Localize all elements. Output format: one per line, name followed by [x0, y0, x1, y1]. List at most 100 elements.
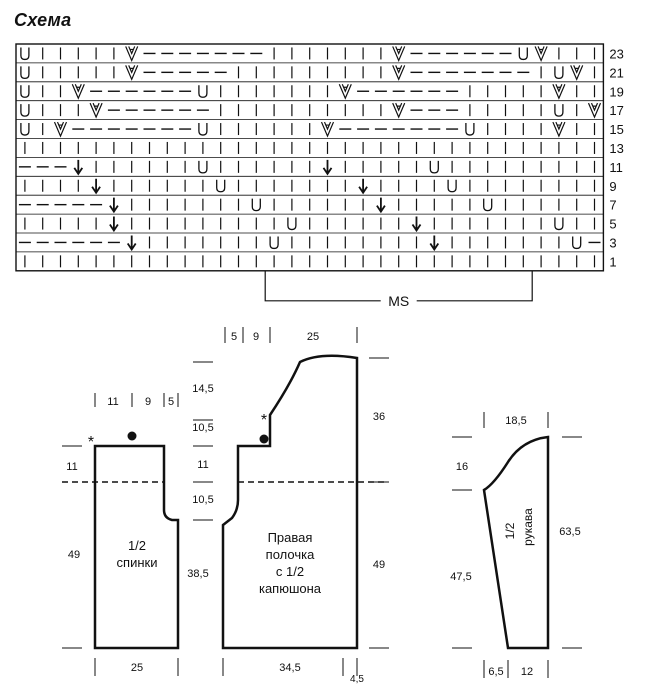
drop-stitch-arrow — [358, 178, 368, 195]
yarn-over-stitch — [429, 160, 439, 174]
sleeve-outline — [482, 435, 550, 650]
drop-stitch-arrow — [429, 235, 440, 252]
yarn-over-stitch — [465, 123, 475, 136]
sleeve-piece: 1/2 рукава 18,5 16 47,5 63,5 6,5 12 — [450, 412, 582, 678]
yarn-over-stitch — [20, 47, 30, 61]
decrease-stitch — [338, 84, 352, 100]
front-dot — [259, 434, 269, 444]
row-number: 23 — [609, 46, 623, 61]
decrease-stitch — [552, 84, 566, 100]
drop-stitch-arrow — [109, 197, 119, 214]
yarn-over-stitch — [447, 179, 457, 193]
yarn-over-stitch — [483, 198, 493, 212]
drop-stitch-arrow — [73, 159, 84, 176]
front-width-2: 9 — [253, 331, 259, 343]
back-dim-11-right: 11 — [197, 459, 208, 471]
yarn-over-stitch — [216, 179, 226, 193]
front-width-1: 5 — [231, 331, 237, 343]
yarn-over-stitch — [251, 198, 261, 212]
drop-stitch-arrow — [126, 235, 137, 252]
yarn-over-stitch — [20, 104, 30, 117]
decrease-stitch — [570, 65, 584, 81]
back-width-3: 5 — [168, 396, 174, 408]
drop-stitch-arrow — [376, 197, 386, 214]
decrease-stitch — [587, 102, 602, 119]
back-piece: * 1/2 спинки 11 9 5 11 49 14,5 10,5 11 1… — [62, 361, 214, 676]
back-label-2: спинки — [117, 555, 158, 570]
sleeve-label-2: рукава — [521, 508, 535, 546]
sleeve-top-width: 18,5 — [505, 415, 526, 427]
repeat-label: MS — [388, 293, 409, 309]
decrease-stitch — [392, 65, 406, 81]
back-bottom-width: 25 — [131, 662, 143, 674]
front-label-2: полочка — [266, 547, 315, 562]
sleeve-bottom-2: 12 — [521, 666, 533, 678]
back-outline — [93, 444, 180, 650]
back-dim-14-5: 14,5 — [192, 383, 213, 395]
drop-stitch-arrow — [91, 178, 101, 195]
decrease-stitch — [125, 46, 139, 62]
decrease-stitch — [392, 102, 406, 119]
row-number: 21 — [609, 65, 623, 80]
drop-stitch-arrow — [322, 159, 333, 176]
front-star: * — [261, 412, 267, 429]
back-dim-38-5: 38,5 — [187, 568, 208, 580]
yarn-over-stitch — [269, 236, 279, 250]
front-bottom-extra: 4,5 — [350, 674, 364, 685]
sleeve-dim-16: 16 — [456, 461, 468, 473]
row-number: 7 — [609, 198, 616, 213]
decrease-stitch — [125, 65, 139, 81]
row-number: 5 — [609, 217, 616, 232]
front-dim-36: 36 — [373, 411, 385, 423]
front-bottom-width: 34,5 — [279, 662, 300, 674]
yarn-over-stitch — [198, 85, 208, 98]
front-label-4: капюшона — [259, 581, 322, 596]
row-number: 3 — [609, 235, 616, 250]
sleeve-bottom-1: 6,5 — [488, 666, 503, 678]
decrease-stitch — [53, 121, 68, 138]
back-width-2: 9 — [145, 396, 151, 408]
page-title: Схема — [14, 10, 72, 30]
decrease-stitch — [392, 46, 406, 62]
row-number: 1 — [609, 254, 616, 269]
repeat-label-bg — [380, 291, 417, 310]
yarn-over-stitch — [572, 236, 582, 250]
decrease-stitch — [534, 46, 548, 62]
sleeve-label-1: 1/2 — [503, 522, 517, 539]
back-dot — [127, 431, 137, 441]
yarn-over-stitch — [20, 85, 30, 98]
knitting-chart: 23 21 19 17 15 13 11 9 7 5 3 1MS — [15, 43, 624, 310]
row-number: 19 — [609, 84, 623, 99]
back-dim-11: 11 — [66, 461, 77, 473]
front-piece: * Правая полочка с 1/2 капюшона 5 9 25 3… — [221, 327, 389, 685]
back-dim-10-5-top: 10,5 — [192, 422, 213, 434]
yarn-over-stitch — [287, 217, 297, 231]
front-dim-49: 49 — [373, 559, 385, 571]
back-dim-10-5-bottom: 10,5 — [192, 494, 213, 506]
front-width-3: 25 — [307, 331, 319, 343]
sleeve-dim-47-5: 47,5 — [450, 571, 471, 583]
yarn-over-stitch — [554, 217, 564, 231]
back-label-1: 1/2 — [128, 538, 146, 553]
back-star: * — [88, 434, 94, 451]
back-dim-49: 49 — [68, 549, 80, 561]
yarn-over-stitch — [554, 66, 564, 80]
row-number: 11 — [609, 160, 623, 175]
row-number: 17 — [609, 103, 623, 118]
drop-stitch-arrow — [411, 216, 422, 233]
row-number: 9 — [609, 179, 616, 194]
yarn-over-stitch — [198, 123, 208, 136]
row-number: 15 — [609, 122, 623, 137]
yarn-over-stitch — [518, 47, 528, 61]
yarn-over-stitch — [554, 104, 564, 117]
yarn-over-stitch — [20, 66, 30, 80]
back-width-1: 11 — [107, 396, 118, 408]
row-number: 13 — [609, 141, 623, 156]
decrease-stitch — [552, 121, 566, 138]
drop-stitch-arrow — [109, 216, 119, 233]
front-label-1: Правая — [268, 530, 313, 545]
decrease-stitch — [71, 84, 85, 100]
front-label-3: с 1/2 — [276, 564, 304, 579]
front-outline — [221, 354, 359, 650]
